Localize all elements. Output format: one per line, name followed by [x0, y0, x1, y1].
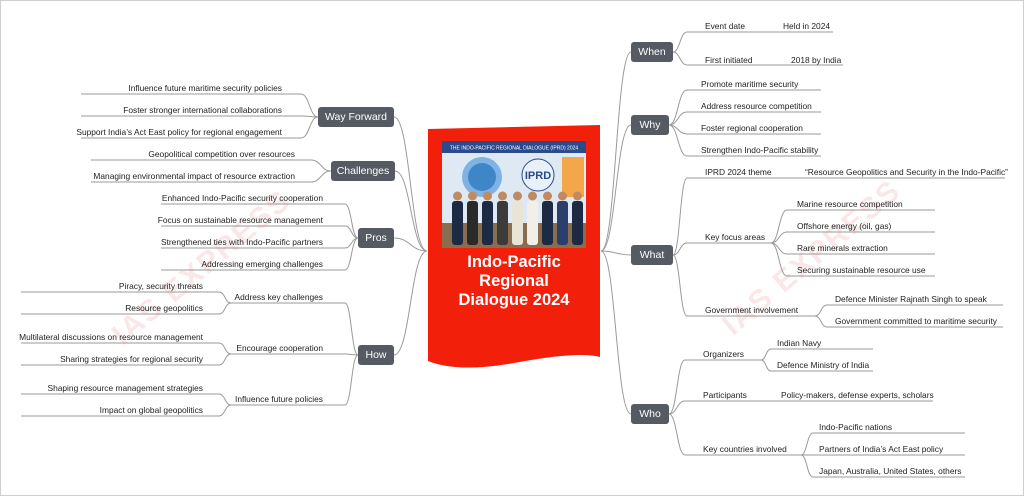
what-focus-item: Marine resource competition [797, 199, 903, 209]
who-countries-label: Key countries involved [703, 444, 787, 454]
way-forward-item: Influence future maritime security polic… [128, 83, 282, 93]
challenges-item: Geopolitical competition over resources [148, 149, 295, 159]
who-country: Indo-Pacific nations [819, 422, 893, 432]
how-group-label: Encourage cooperation [236, 343, 323, 353]
branch-what[interactable]: What [631, 245, 673, 265]
why-item: Promote maritime security [701, 79, 799, 89]
how-item: Resource geopolitics [125, 303, 203, 313]
what-theme-value: “Resource Geopolitics and Security in th… [805, 167, 1008, 177]
when-label-first-initiated: First initiated [705, 55, 753, 65]
banner-text: THE INDO-PACIFIC REGIONAL DIALOGUE (IPRD… [450, 146, 579, 152]
branch-why[interactable]: Why [631, 115, 669, 135]
branch-who[interactable]: Who [631, 404, 669, 424]
how-item: Sharing strategies for regional security [60, 354, 203, 364]
why-item: Foster regional cooperation [701, 123, 803, 133]
central-title: Indo-Pacific Regional Dialogue 2024 [458, 253, 570, 309]
how-item: Piracy, security threats [118, 281, 203, 291]
pros-item: Focus on sustainable resource management [157, 215, 323, 225]
who-participants-value: Policy-makers, defense experts, scholars [781, 390, 934, 400]
pros-item: Enhanced Indo-Pacific security cooperati… [161, 193, 323, 203]
when-value-first-initiated: 2018 by India [791, 55, 842, 65]
way-forward-item: Foster stronger international collaborat… [123, 105, 282, 115]
way-forward-item: Support India’s Act East policy for regi… [76, 127, 282, 137]
what-gov-item: Government committed to maritime securit… [835, 316, 997, 326]
event-photo: THE INDO-PACIFIC REGIONAL DIALOGUE (IPRD… [442, 141, 586, 248]
challenges-item: Managing environmental impact of resourc… [93, 171, 295, 181]
pros-item: Addressing emerging challenges [201, 259, 323, 269]
how-group-label: Address key challenges [234, 292, 323, 302]
what-focus-item: Rare minerals extraction [797, 243, 888, 253]
how-item: Shaping resource management strategies [47, 383, 204, 393]
why-item: Strengthen Indo-Pacific stability [701, 145, 819, 155]
who-participants-label: Participants [703, 390, 747, 400]
who-organizer: Defence Ministry of India [777, 360, 870, 370]
who-organizers-label: Organizers [703, 349, 744, 359]
how-item: Multilateral discussions on resource man… [19, 332, 203, 342]
what-focus-item: Securing sustainable resource use [797, 265, 926, 275]
who-organizer: Indian Navy [777, 338, 822, 348]
when-label-event-date: Event date [705, 21, 746, 31]
pros-item: Strengthened ties with Indo-Pacific part… [160, 237, 323, 247]
what-gov-label: Government involvement [705, 305, 799, 315]
what-theme-label: IPRD 2024 theme [705, 167, 772, 177]
how-group-label: Influence future policies [235, 394, 323, 404]
branch-pros[interactable]: Pros [358, 228, 394, 248]
central-topic[interactable]: THE INDO-PACIFIC REGIONAL DIALOGUE (IPRD… [428, 125, 600, 373]
what-gov-item: Defence Minister Rajnath Singh to speak [835, 294, 987, 304]
when-value-event-date: Held in 2024 [783, 21, 831, 31]
who-country: Partners of India’s Act East policy [819, 444, 944, 454]
branch-challenges[interactable]: Challenges [331, 161, 395, 181]
how-item: Impact on global geopolitics [99, 405, 203, 415]
what-focus-label: Key focus areas [705, 232, 766, 242]
logo-text: IPRD [525, 170, 551, 182]
what-focus-item: Offshore energy (oil, gas) [797, 221, 892, 231]
branch-way-forward[interactable]: Way Forward [318, 107, 394, 127]
why-item: Address resource competition [701, 101, 812, 111]
who-country: Japan, Australia, United States, others [819, 466, 962, 476]
branch-when[interactable]: When [631, 42, 673, 62]
branch-how[interactable]: How [358, 345, 394, 365]
